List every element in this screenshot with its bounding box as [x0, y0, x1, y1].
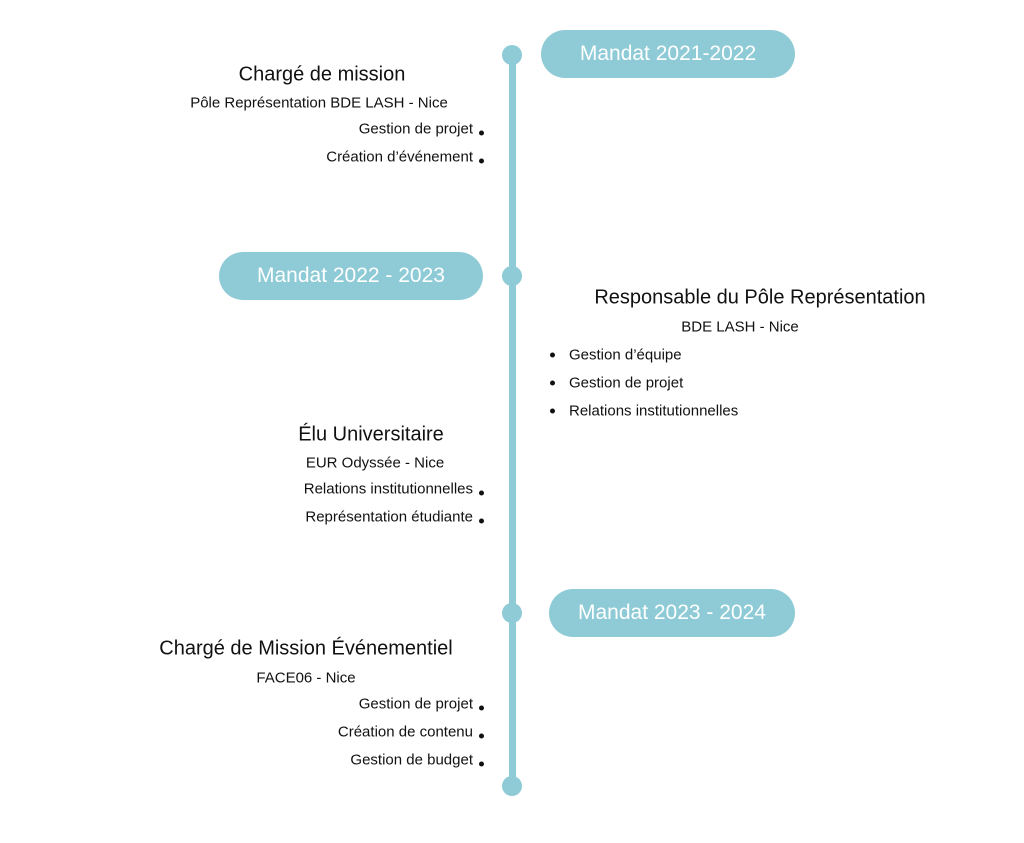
timeline-dot [502, 776, 522, 796]
role-item: Gestion de budget [350, 752, 484, 769]
role-item: Gestion de projet [359, 121, 484, 138]
role-item: Gestion d’équipe [550, 347, 682, 364]
role-title: Chargé de Mission Événementiel [159, 637, 453, 660]
role-org: Pôle Représentation BDE LASH - Nice [190, 94, 448, 112]
role-item: Gestion de projet [550, 375, 683, 392]
mandate-pill: Mandat 2021-2022 [541, 30, 795, 78]
timeline-line [509, 55, 516, 786]
role-item: Gestion de projet [359, 696, 484, 713]
mandate-pill: Mandat 2022 - 2023 [219, 252, 483, 300]
role-title: Chargé de mission [238, 63, 406, 86]
role-item: Création de contenu [338, 724, 484, 741]
role-title: Élu Universitaire [298, 423, 444, 446]
role-item: Création d’événement [326, 149, 484, 166]
role-item: Représentation étudiante [305, 509, 484, 526]
role-item: Relations institutionnelles [304, 481, 484, 498]
mandate-pill: Mandat 2023 - 2024 [549, 589, 795, 637]
role-org: BDE LASH - Nice [681, 318, 799, 336]
role-item: Relations institutionnelles [550, 403, 738, 420]
role-org: EUR Odyssée - Nice [305, 454, 445, 472]
timeline-dot [502, 266, 522, 286]
role-org: FACE06 - Nice [256, 669, 356, 687]
timeline-dot [502, 603, 522, 623]
role-title: Responsable du Pôle Représentation [594, 286, 926, 309]
timeline-dot [502, 45, 522, 65]
